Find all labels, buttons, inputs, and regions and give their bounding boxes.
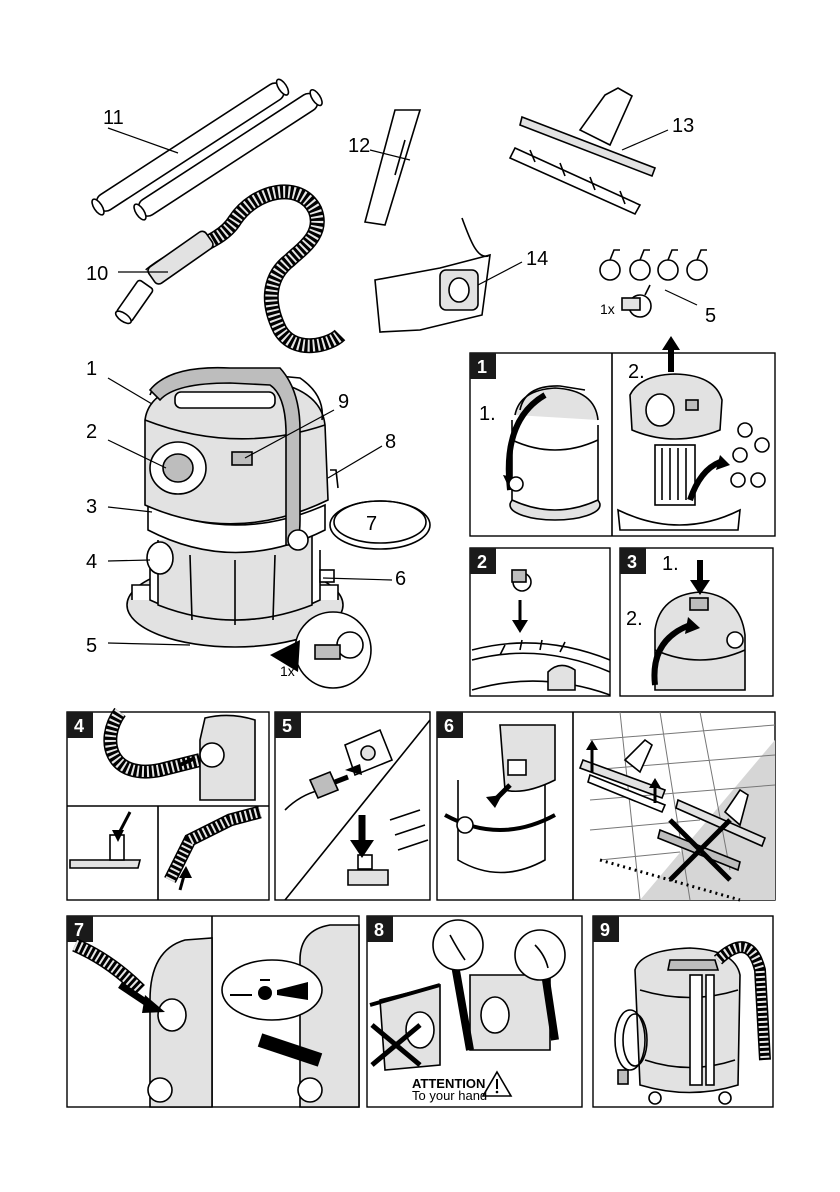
step-4-panel: 4 xyxy=(67,712,269,900)
step-3-sub-1: 1. xyxy=(662,553,679,575)
step-2-badge: 2 xyxy=(477,552,487,572)
callout-5-top: 5 xyxy=(705,305,716,327)
warning-text: To your hand xyxy=(412,1088,487,1103)
step-5-badge: 5 xyxy=(282,716,292,736)
callout-2: 2 xyxy=(86,421,97,443)
suction-hose: 10 xyxy=(86,192,340,346)
step-7-panel: 7 xyxy=(67,916,359,1107)
callout-14: 14 xyxy=(526,248,548,270)
suction-tubes: 11 xyxy=(90,77,325,221)
step-1-panel: 1 1. 2. xyxy=(470,336,775,536)
step-8-badge: 8 xyxy=(374,920,384,940)
callout-5-main: 5 xyxy=(86,635,97,657)
step-4-badge: 4 xyxy=(74,716,84,736)
callout-9: 9 xyxy=(338,391,349,413)
step-1-sub-1: 1. xyxy=(479,403,496,425)
callout-7: 7 xyxy=(366,513,377,535)
step-5-panel: 5 xyxy=(275,712,430,900)
callout-13: 13 xyxy=(672,115,694,137)
callout-1: 1 xyxy=(86,358,97,380)
step-2-panel: 2 xyxy=(470,548,610,696)
power-cord-coil xyxy=(330,470,430,549)
callout-3: 3 xyxy=(86,496,97,518)
filter-bag: 14 xyxy=(375,218,548,332)
crevice-nozzle: 12 xyxy=(348,110,420,225)
floor-nozzle: 13 xyxy=(510,88,694,214)
step-8-panel: 8 ATTENTION To your hand xyxy=(367,916,582,1107)
callout-8: 8 xyxy=(385,431,396,453)
vacuum-cleaner-main: 1x xyxy=(127,368,430,688)
step-9-panel: 9 xyxy=(593,916,773,1107)
castor-qty-top: 1x xyxy=(600,301,615,317)
callout-10: 10 xyxy=(86,263,108,285)
step-3-badge: 3 xyxy=(627,552,637,572)
step-9-badge: 9 xyxy=(600,920,610,940)
step-1-sub-2: 2. xyxy=(628,361,645,383)
callout-6: 6 xyxy=(395,568,406,590)
step-1-badge: 1 xyxy=(477,357,487,377)
castor-qty-main: 1x xyxy=(280,663,295,679)
castor-wheels-set: 1x 5 xyxy=(600,250,716,327)
callout-11: 11 xyxy=(103,107,124,129)
step-3-panel: 3 xyxy=(620,548,773,696)
step-6-badge: 6 xyxy=(444,716,454,736)
step-3-sub-2: 2. xyxy=(626,608,643,630)
step-6-panel: 6 xyxy=(437,712,775,900)
callout-12: 12 xyxy=(348,135,370,157)
callout-4: 4 xyxy=(86,551,97,573)
step-7-badge: 7 xyxy=(74,920,84,940)
